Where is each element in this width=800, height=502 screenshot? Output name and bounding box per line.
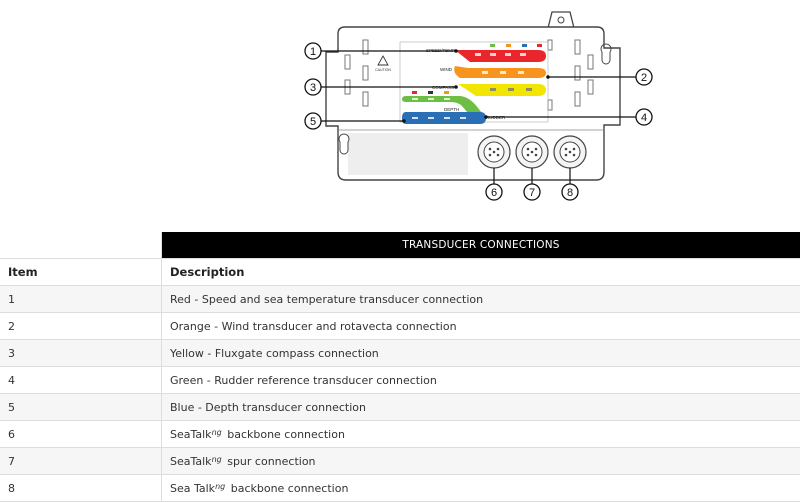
svg-text:4: 4 — [641, 112, 647, 124]
row-item: 1 — [0, 286, 162, 313]
row-description-rest: backbone connection — [227, 482, 348, 495]
callout-1: 1 — [305, 43, 321, 59]
table-row: 1 Red - Speed and sea temperature transd… — [0, 286, 800, 313]
row-description-ng: ng — [212, 455, 222, 464]
row-item: 3 — [0, 340, 162, 367]
row-description-prefix: SeaTalk — [170, 428, 212, 441]
svg-text:2: 2 — [641, 72, 647, 84]
column-header-item: Item — [0, 259, 162, 286]
row-item: 7 — [0, 448, 162, 475]
connections-table: TRANSDUCER CONNECTIONS Item Description … — [0, 232, 800, 502]
row-description: Green - Rudder reference transducer conn… — [162, 367, 800, 394]
column-header-description: Description — [162, 259, 800, 286]
callout-6: 6 — [486, 184, 502, 200]
row-description-prefix: Sea Talk — [170, 482, 215, 495]
connector-7 — [516, 136, 548, 168]
table-row: 4 Green - Rudder reference transducer co… — [0, 367, 800, 394]
svg-text:8: 8 — [567, 187, 573, 199]
table-row: 8 Sea Talkng backbone connection — [0, 475, 800, 502]
row-description: Sea Talkng backbone connection — [162, 475, 800, 502]
row-description: Orange - Wind transducer and rotavecta c… — [162, 313, 800, 340]
svg-text:1: 1 — [310, 46, 316, 58]
row-description-rest: backbone connection — [224, 428, 345, 441]
column-header-row: Item Description — [0, 259, 800, 286]
row-item: 8 — [0, 475, 162, 502]
callout-3: 3 — [305, 79, 321, 95]
callout-2: 2 — [636, 69, 652, 85]
row-item: 2 — [0, 313, 162, 340]
table-title: TRANSDUCER CONNECTIONS — [162, 232, 800, 259]
svg-text:5: 5 — [310, 116, 316, 128]
table-row: 5 Blue - Depth transducer connection — [0, 394, 800, 421]
connection-diagram: CAUTION SPEED/TEMP WIND COMPASS — [0, 0, 800, 232]
row-description: SeaTalkng backbone connection — [162, 421, 800, 448]
label-wind: WIND — [440, 67, 453, 72]
row-description-rest: spur connection — [224, 455, 316, 468]
svg-text:3: 3 — [310, 82, 316, 94]
row-description-prefix: SeaTalk — [170, 455, 212, 468]
label-depth: DEPTH — [444, 107, 459, 112]
row-description-ng: ng — [215, 482, 225, 491]
row-item: 5 — [0, 394, 162, 421]
row-description-ng: ng — [212, 428, 222, 437]
table-row: 2 Orange - Wind transducer and rotavecta… — [0, 313, 800, 340]
row-description: Yellow - Fluxgate compass connection — [162, 340, 800, 367]
row-description: Red - Speed and sea temperature transduc… — [162, 286, 800, 313]
table-title-row: TRANSDUCER CONNECTIONS — [0, 232, 800, 259]
row-description: SeaTalkng spur connection — [162, 448, 800, 475]
callout-5: 5 — [305, 113, 321, 129]
row-item: 4 — [0, 367, 162, 394]
callout-8: 8 — [562, 184, 578, 200]
connector-6 — [478, 136, 510, 168]
callout-7: 7 — [524, 184, 540, 200]
svg-text:6: 6 — [491, 187, 497, 199]
connector-8 — [554, 136, 586, 168]
callout-4: 4 — [636, 109, 652, 125]
table-row: 6 SeaTalkng backbone connection — [0, 421, 800, 448]
lower-panel-shade — [348, 133, 468, 175]
table-row: 7 SeaTalkng spur connection — [0, 448, 800, 475]
svg-text:7: 7 — [529, 187, 535, 199]
mounting-tab-top — [548, 12, 574, 28]
band-red — [455, 50, 546, 62]
title-spacer — [0, 232, 162, 259]
table-row: 3 Yellow - Fluxgate compass connection — [0, 340, 800, 367]
row-item: 6 — [0, 421, 162, 448]
caution-text: CAUTION — [375, 68, 391, 72]
row-description: Blue - Depth transducer connection — [162, 394, 800, 421]
